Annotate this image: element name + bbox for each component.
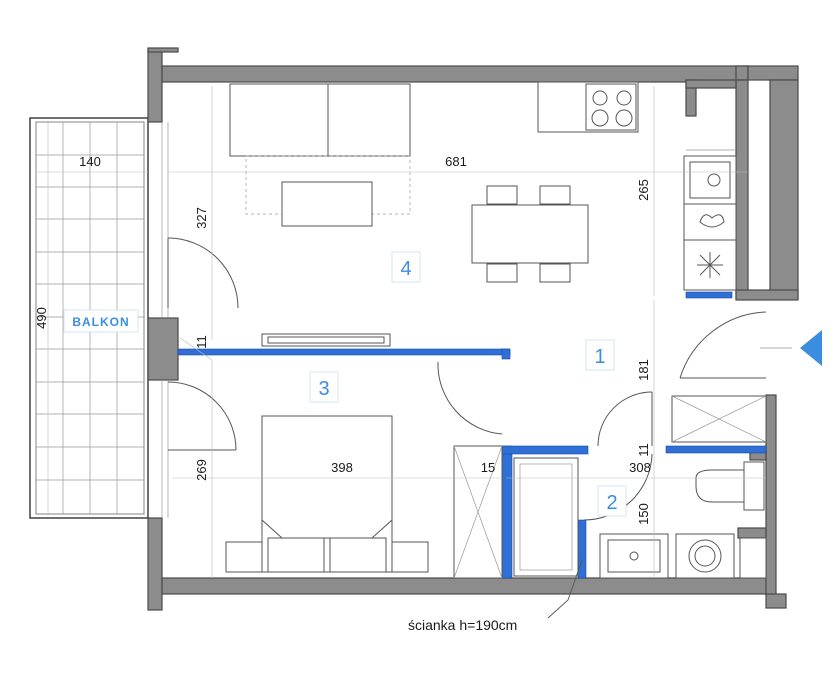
dim-308: 308 [629,460,651,475]
bathroom-fixtures [513,457,767,579]
dim-265: 265 [636,179,651,201]
dim-490: 490 [34,307,49,329]
dim-181: 181 [636,359,651,381]
dim-140: 140 [79,154,101,169]
kitchen [537,81,737,291]
room-number-3: 3 [318,378,329,400]
balcony-label: BALKON [72,315,129,329]
bedroom-furniture [225,415,503,579]
dim-269: 269 [194,459,209,481]
dim-11-living: 11 [194,335,209,349]
bedroom-door [437,361,503,435]
dim-15: 15 [481,460,495,475]
dim-11-hall: 11 [636,443,651,457]
dim-398: 398 [331,460,353,475]
dim-681: 681 [445,154,467,169]
bathroom-door [583,391,653,521]
partition-height-note: ścianka h=190cm [408,617,517,633]
dim-327: 327 [194,207,209,229]
balcony-doors [161,122,239,518]
entrance-door [679,311,822,379]
entrance-arrow-icon [800,330,822,366]
room-number-2: 2 [606,492,617,514]
living-room-furniture [229,83,589,347]
dimension-lines [168,86,766,578]
dim-150: 150 [636,503,651,525]
room-number-1: 1 [594,346,605,368]
outer-walls [147,47,799,611]
room-markers: 4 1 3 2 [309,251,627,517]
room-number-4: 4 [400,258,411,280]
dimension-labels: 140 681 327 265 490 11 181 11 269 398 15… [34,154,651,525]
hall-wardrobe [671,395,767,443]
note-leader [547,559,583,619]
